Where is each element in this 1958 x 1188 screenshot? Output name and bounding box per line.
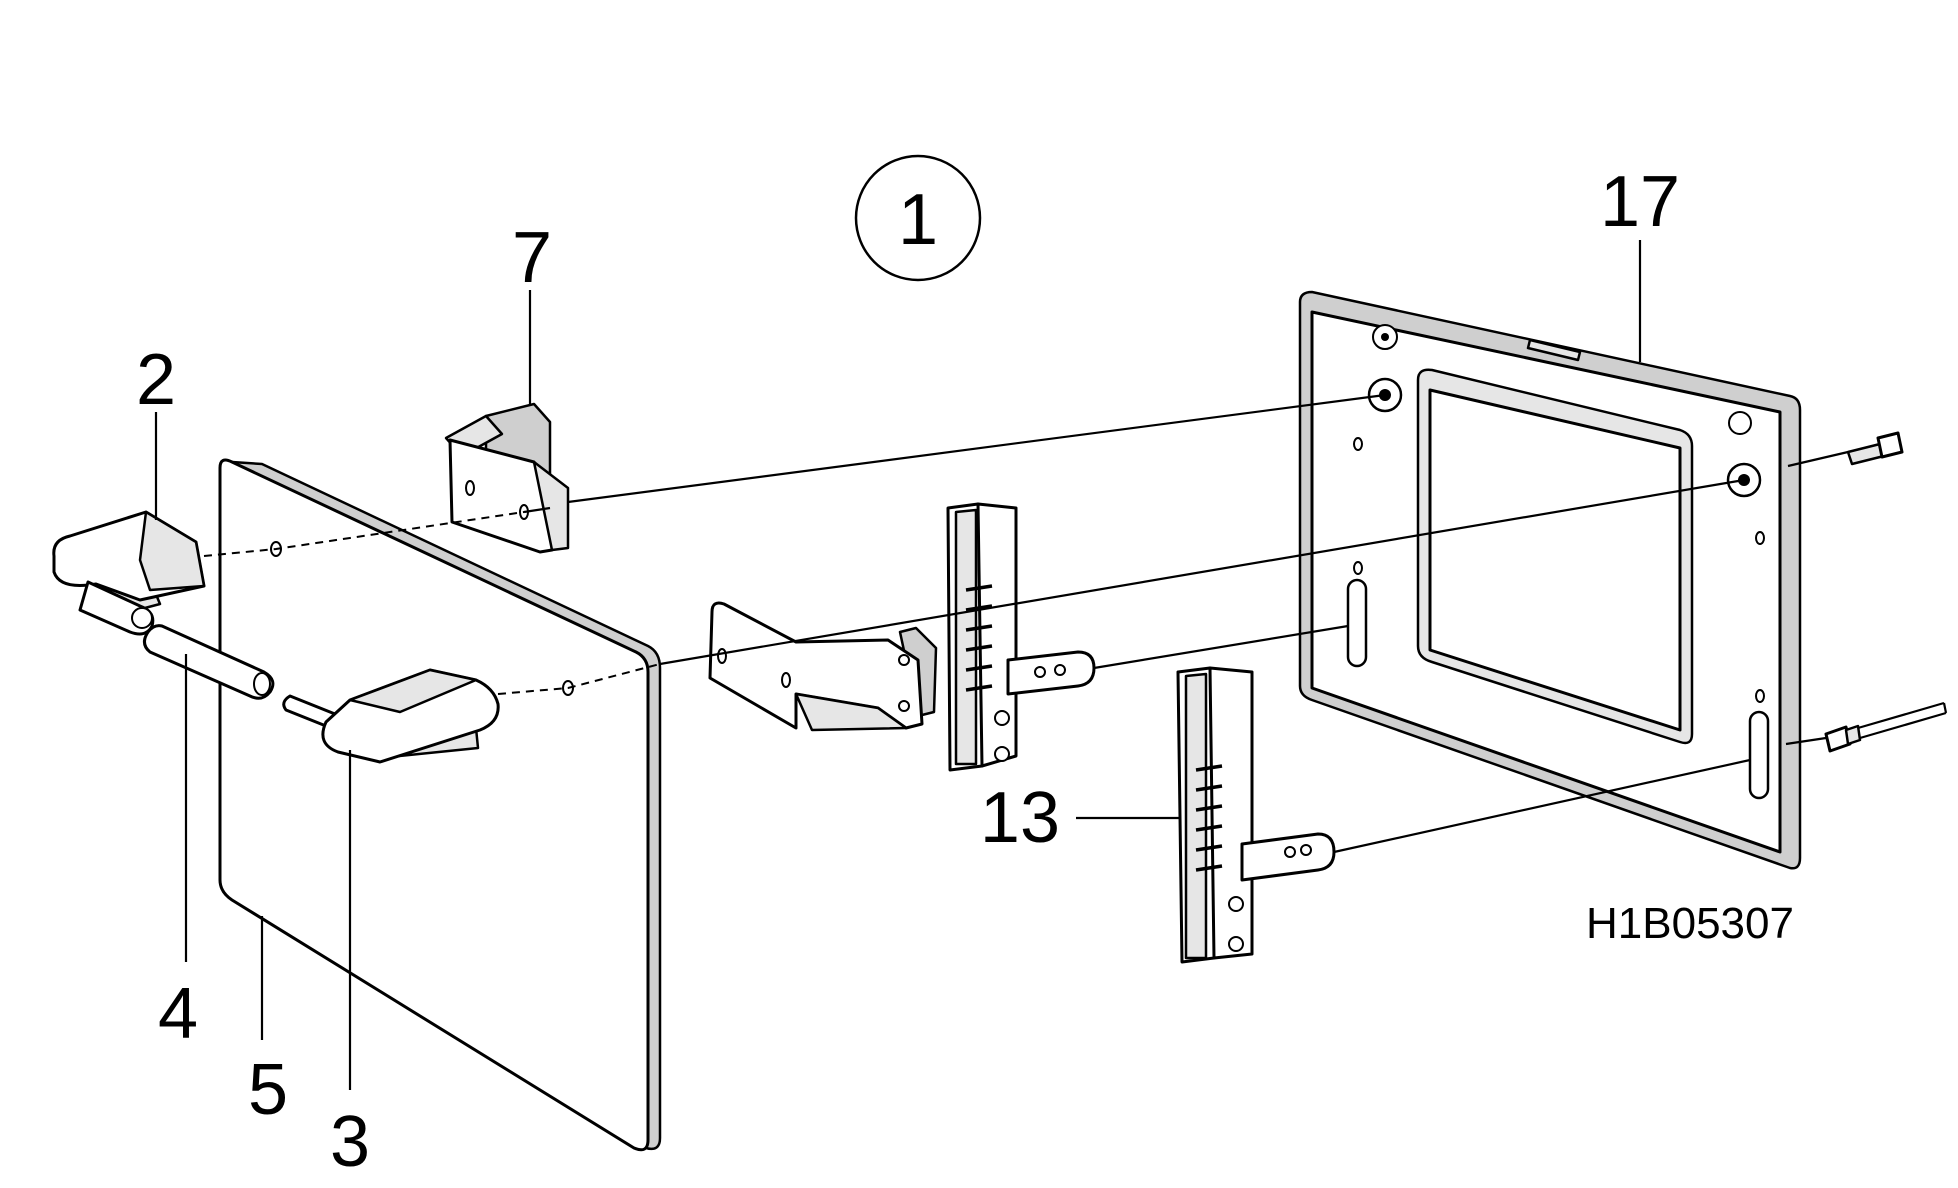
rivet-fastener [1824, 701, 1948, 753]
callout-4: 4 [158, 974, 198, 1054]
mounting-bracket [708, 601, 938, 732]
part-7-bracket [444, 402, 570, 554]
callout-2: 2 [136, 340, 176, 420]
assembly-circle [854, 154, 982, 282]
assembly-guide-lines [203, 393, 1849, 854]
part-5-panel [218, 458, 662, 1152]
callout-17: 17 [1600, 162, 1680, 242]
callout-7: 7 [512, 218, 552, 298]
callout-5: 5 [248, 1050, 288, 1130]
part-13-hinge [1176, 666, 1336, 964]
hinge-assembly-upper [946, 502, 1096, 772]
callout-13: 13 [980, 778, 1060, 858]
part-17-frame [1298, 290, 1802, 870]
drawing-code: H1B05307 [1586, 899, 1794, 948]
callout-3: 3 [330, 1102, 370, 1182]
assembly-marker: 1 [854, 154, 982, 282]
assembly-label: 1 [898, 180, 938, 260]
part-2-handle [52, 510, 206, 636]
part-3-handle [282, 668, 500, 764]
screw-fastener [1846, 431, 1904, 466]
leader-lines [154, 240, 1642, 1090]
part-4-pin [143, 624, 275, 700]
